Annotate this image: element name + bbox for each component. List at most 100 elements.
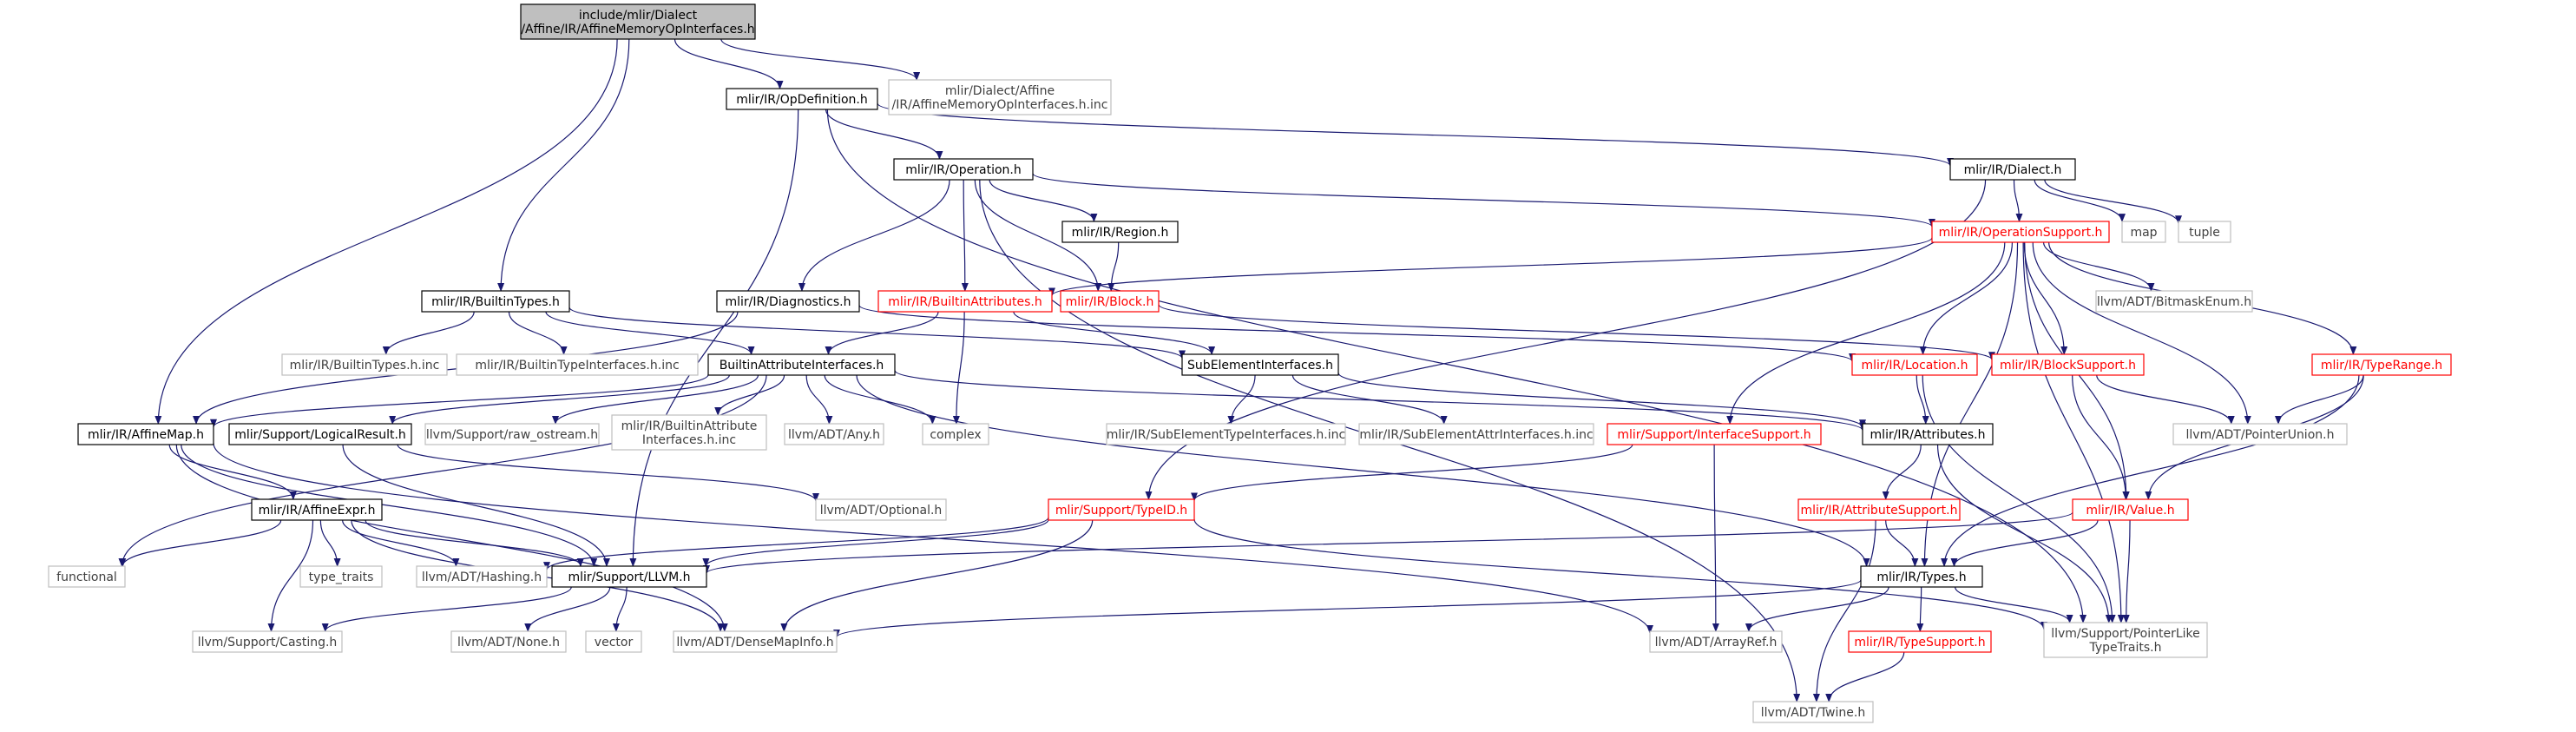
edge-builtinattrifaces-to-logicalresult bbox=[389, 374, 730, 425]
node-type-traits: type_traits bbox=[299, 565, 383, 588]
node-label: mlir/IR/OperationSupport.h bbox=[1939, 226, 2103, 240]
node-box bbox=[585, 630, 642, 653]
edge-opsupport-to-pointerliketypetraits bbox=[2022, 241, 2125, 623]
edge-builtinattrs-to-builtinattrifaces bbox=[825, 311, 939, 355]
node-diagnostics[interactable]: mlir/IR/Diagnostics.h bbox=[716, 290, 860, 313]
node-box bbox=[1649, 630, 1783, 653]
edge-affinemap-to-affineexpr bbox=[168, 444, 297, 500]
node-box bbox=[456, 353, 699, 376]
edge-operation-to-builtinattrs bbox=[961, 179, 969, 292]
edge-blocksupport-to-pointerunion bbox=[2096, 374, 2235, 425]
node-logicalresult[interactable]: mlir/Support/LogicalResult.h bbox=[228, 423, 412, 445]
edge-typeid-to-densemapinfo bbox=[780, 519, 1094, 632]
node-typeid[interactable]: mlir/Support/TypeID.h bbox=[1048, 498, 1195, 521]
node-box bbox=[2121, 221, 2166, 243]
edge-subelemifaces-to-subelemtypeifaces_inc bbox=[1227, 374, 1256, 425]
node-affineexpr[interactable]: mlir/IR/AffineExpr.h bbox=[251, 498, 383, 521]
node-affinemap[interactable]: mlir/IR/AffineMap.h bbox=[77, 423, 214, 445]
node-label: llvm/ADT/Optional.h bbox=[820, 504, 943, 518]
node-box bbox=[716, 290, 860, 313]
node-attributes[interactable]: mlir/IR/Attributes.h bbox=[1862, 423, 1994, 445]
edge-builtinattrifaces-to-complex bbox=[824, 374, 936, 425]
edge-root-to-affine_inc bbox=[720, 38, 921, 81]
edge-builtintypes-to-builtintypes_inc bbox=[382, 311, 475, 355]
edge-llvm_h-to-vector bbox=[612, 586, 628, 632]
node-box bbox=[2072, 498, 2189, 521]
node-opsupport[interactable]: mlir/IR/OperationSupport.h bbox=[1931, 221, 2110, 243]
node-subelemifaces[interactable]: SubElementInterfaces.h bbox=[1181, 353, 1339, 376]
node-label: mlir/Support/LLVM.h bbox=[568, 570, 691, 584]
edge-region-to-block bbox=[1107, 241, 1120, 292]
node-box bbox=[2172, 423, 2348, 445]
node-llvm-h[interactable]: mlir/Support/LLVM.h bbox=[551, 565, 707, 588]
node-typesupport[interactable]: mlir/IR/TypeSupport.h bbox=[1848, 630, 1992, 653]
edge-affinemap-to-densemapinfo bbox=[175, 444, 728, 632]
node-operation[interactable]: mlir/IR/Operation.h bbox=[893, 158, 1034, 181]
edge-builtinattrifaces-to-functional bbox=[118, 374, 767, 567]
node-box bbox=[1931, 221, 2110, 243]
edge-opsupport-to-pointerunion bbox=[2032, 241, 2251, 425]
edge-operation-to-diagnostics bbox=[798, 179, 950, 292]
node-value[interactable]: mlir/IR/Value.h bbox=[2072, 498, 2189, 521]
node-box bbox=[815, 498, 947, 521]
node-attrsupport[interactable]: mlir/IR/AttributeSupport.h bbox=[1797, 498, 1961, 521]
node-dialect[interactable]: mlir/IR/Dialect.h bbox=[1949, 158, 2076, 181]
edge-builtintypes-to-subelemifaces bbox=[568, 307, 1186, 359]
node-label: llvm/ADT/None.h bbox=[457, 636, 560, 650]
edge-builtinattrifaces-to-builtinattrifaces_inc bbox=[714, 374, 785, 416]
node-label: mlir/IR/Region.h bbox=[1072, 226, 1169, 240]
node-box bbox=[192, 630, 343, 653]
node-label: llvm/Support/PointerLike bbox=[2051, 627, 2200, 641]
edge-types-to-densemapinfo bbox=[833, 579, 1862, 638]
node-builtinattrifaces[interactable]: BuiltinAttributeInterfaces.h bbox=[707, 353, 896, 376]
node-box bbox=[2178, 221, 2231, 243]
node-label: mlir/IR/AttributeSupport.h bbox=[1801, 504, 1958, 518]
edge-dialect-to-opsupport bbox=[2013, 179, 2023, 222]
node-block[interactable]: mlir/IR/Block.h bbox=[1060, 290, 1160, 313]
node-label: mlir/Dialect/Affine bbox=[945, 84, 1055, 98]
node-blocksupport[interactable]: mlir/IR/BlockSupport.h bbox=[1991, 353, 2145, 376]
node-box bbox=[707, 353, 896, 376]
node-label: /Affine/IR/AffineMemoryOpInterfaces.h bbox=[521, 23, 754, 36]
edge-ifacesupport-to-arrayref bbox=[1712, 444, 1719, 632]
edge-blocksupport-to-value bbox=[2072, 374, 2130, 500]
edge-builtinattrifaces-to-types bbox=[856, 374, 1870, 567]
node-location[interactable]: mlir/IR/Location.h bbox=[1851, 353, 1978, 376]
node-label: mlir/IR/TypeSupport.h bbox=[1854, 636, 1985, 650]
edge-attributes-to-attrsupport bbox=[1882, 444, 1922, 500]
node-region[interactable]: mlir/IR/Region.h bbox=[1061, 221, 1179, 243]
node-box bbox=[1860, 565, 1983, 588]
node-builtintypes[interactable]: mlir/IR/BuiltinTypes.h bbox=[421, 290, 570, 313]
node-box bbox=[251, 498, 383, 521]
node-opdef[interactable]: mlir/IR/OpDefinition.h bbox=[726, 88, 878, 110]
node-label: vector bbox=[595, 636, 634, 650]
node-label: mlir/IR/AffineExpr.h bbox=[259, 504, 376, 518]
node-types[interactable]: mlir/IR/Types.h bbox=[1860, 565, 1983, 588]
node-root[interactable]: include/mlir/Dialect/Affine/IR/AffineMem… bbox=[520, 3, 756, 40]
node-box bbox=[520, 3, 756, 40]
edge-location-to-attributes bbox=[1916, 374, 1929, 425]
edge-opsupport-to-builtinattrs bbox=[1048, 237, 1933, 297]
node-label: include/mlir/Dialect bbox=[579, 9, 698, 23]
edge-builtinattrifaces-to-raw_ostream bbox=[552, 374, 759, 425]
node-box bbox=[421, 290, 570, 313]
node-none: llvm/ADT/None.h bbox=[450, 630, 567, 653]
node-box bbox=[450, 630, 567, 653]
node-box bbox=[877, 290, 1053, 313]
edge-affineexpr-to-type_traits bbox=[319, 519, 341, 567]
node-pointerunion: llvm/ADT/PointerUnion.h bbox=[2172, 423, 2348, 445]
node-ifacesupport[interactable]: mlir/Support/InterfaceSupport.h bbox=[1607, 423, 1822, 445]
edge-opdef-to-llvm_h bbox=[629, 109, 799, 567]
node-typerange[interactable]: mlir/IR/TypeRange.h bbox=[2311, 353, 2452, 376]
node-label: llvm/ADT/ArrayRef.h bbox=[1655, 636, 1778, 650]
node-box bbox=[48, 565, 126, 588]
edge-typeid-to-pointerliketypetraits bbox=[1193, 518, 2047, 630]
node-box bbox=[1106, 423, 1346, 445]
edge-types-to-pointerliketypetraits bbox=[1955, 586, 2073, 623]
edge-dialect-to-tuple bbox=[2044, 179, 2182, 225]
edge-builtinattrifaces-to-attributes bbox=[894, 370, 1866, 432]
edge-builtinattrs-to-subelemifaces bbox=[1013, 311, 1216, 355]
edge-attributes-to-pointerliketypetraits bbox=[1936, 444, 2113, 623]
edge-affineexpr-to-casting bbox=[267, 519, 314, 632]
node-builtinattrs[interactable]: mlir/IR/BuiltinAttributes.h bbox=[877, 290, 1053, 313]
